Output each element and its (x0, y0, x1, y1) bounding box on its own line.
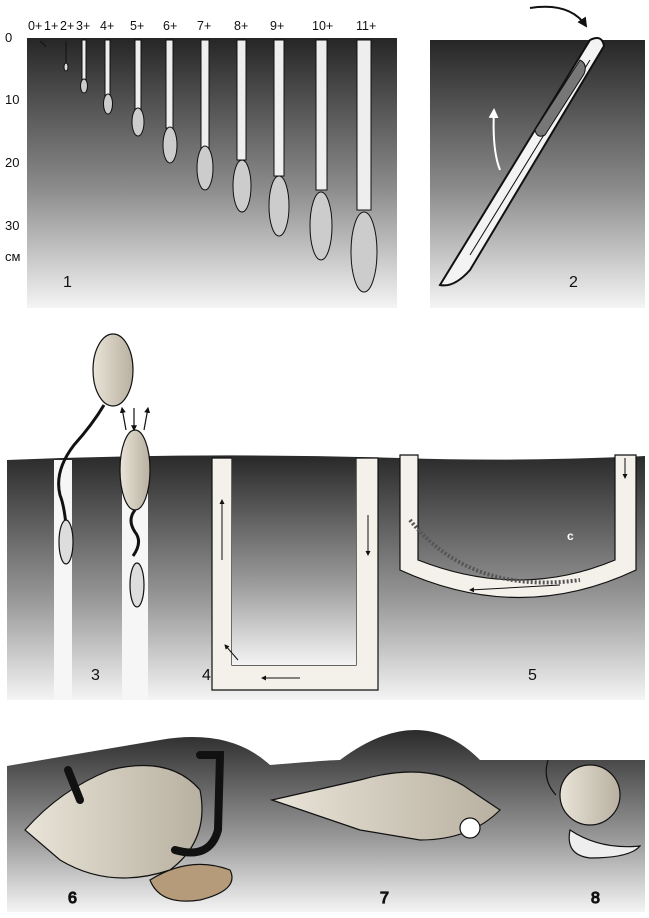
depth-tick-0: 0 (5, 30, 12, 45)
age-label-8: 8+ (234, 19, 248, 33)
whelk-shell (24, 764, 203, 879)
panel-3: 3 (54, 333, 151, 700)
panel-8: 8 (545, 759, 642, 908)
scallop-shell (559, 764, 621, 826)
age-label-2: 2+ (60, 19, 74, 33)
age-label-1: 1+ (44, 19, 58, 33)
panel-number-5: 5 (528, 667, 537, 684)
panel-7: 7 (269, 771, 501, 908)
panel-number-1: 1 (63, 274, 72, 291)
depth-tick-10: 10 (5, 92, 19, 107)
age-label-6: 6+ (163, 19, 177, 33)
depth-tick-30: 30 (5, 218, 19, 233)
lugworm-burrow (399, 454, 637, 599)
age-label-5: 5+ (130, 19, 144, 33)
auger-snail-shell (269, 771, 501, 841)
panel-6: 6 (24, 751, 233, 908)
age-label-0: 0+ (28, 19, 42, 33)
clam-burrow-series (39, 39, 378, 293)
panel-5: c 5 (399, 454, 637, 684)
panel-number-6: 6 (68, 890, 77, 907)
clam-with-siphon-extended (57, 333, 134, 565)
panel-4: 4 (202, 457, 379, 691)
clam-in-burrow (119, 406, 151, 608)
panel-number-8: 8 (591, 890, 600, 907)
age-label-7: 7+ (197, 19, 211, 33)
siphon-tube (171, 751, 225, 857)
age-label-9: 9+ (270, 19, 284, 33)
panel-2: 2 (430, 5, 645, 308)
panel-5-marker-c: c (567, 529, 574, 543)
panel-1: 0 10 20 30 см 0+ 1+ 2+ 3+ 4+ 5+ 6+ 7+ 8+… (5, 19, 397, 308)
depth-unit: см (5, 249, 21, 264)
age-label-3: 3+ (76, 19, 90, 33)
panel-number-3: 3 (91, 667, 100, 684)
razor-clam (438, 5, 606, 287)
age-label-11: 11+ (356, 19, 376, 33)
panel-number-2: 2 (569, 274, 578, 291)
depth-tick-20: 20 (5, 155, 19, 170)
panel-number-7: 7 (380, 890, 389, 907)
age-label-4: 4+ (100, 19, 114, 33)
panel-number-4: 4 (202, 667, 211, 684)
age-label-10: 10+ (312, 19, 333, 33)
